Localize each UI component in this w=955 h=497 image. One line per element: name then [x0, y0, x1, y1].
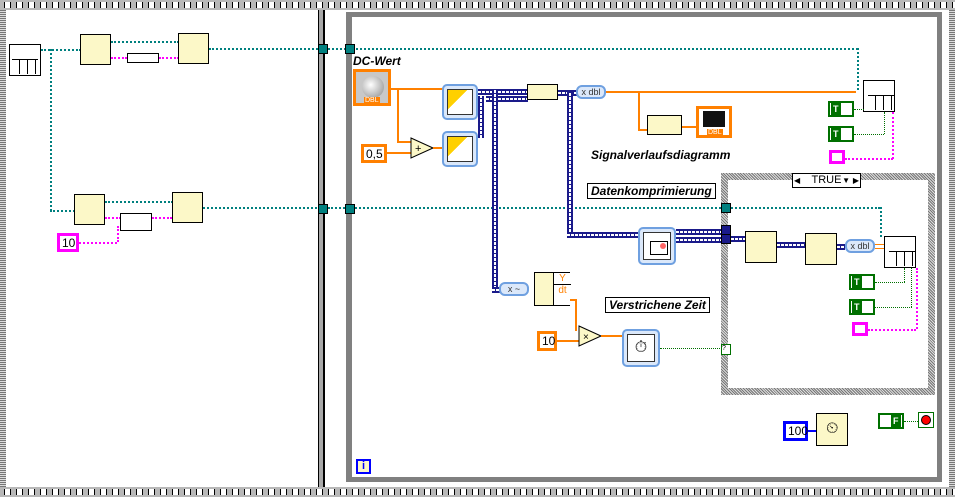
case-selector[interactable]: ◀ TRUE ▼ ▶	[792, 173, 861, 188]
type-cast-node-2[interactable]	[120, 213, 152, 231]
count-constant[interactable]: 10	[57, 233, 79, 252]
write-tdms-node-2[interactable]	[884, 236, 916, 268]
property-node-3[interactable]	[74, 194, 105, 225]
property-node-4[interactable]	[172, 192, 203, 223]
loop-stop-terminal[interactable]	[918, 412, 934, 428]
loop-tunnel-2	[345, 204, 355, 214]
waveform-to-dbl-converter[interactable]: x dbl	[576, 85, 606, 99]
bool-constant-true-2[interactable]: T	[828, 126, 854, 142]
case-prev-arrow: ◀	[794, 176, 801, 185]
dbl-to-waveform-converter[interactable]: x ~	[499, 282, 529, 296]
verstrichene-zeit-label: Verstrichene Zeit	[605, 297, 710, 313]
error-in-constant-2[interactable]	[852, 322, 868, 336]
simulate-signal-vi-1[interactable]	[442, 84, 478, 120]
case-structure[interactable]	[721, 173, 935, 395]
open-tdms-icon[interactable]	[9, 44, 41, 76]
while-loop-border[interactable]	[346, 12, 942, 482]
get-waveform-components[interactable]: Y dt	[534, 272, 571, 306]
loop-tunnel-1	[345, 44, 355, 54]
bool-constant-true-3[interactable]: T	[849, 274, 875, 290]
stop-icon	[921, 415, 931, 425]
bool-constant-false[interactable]: F	[878, 413, 904, 429]
case-next-arrow: ▶	[852, 176, 859, 185]
metronome-icon: ⏲	[826, 420, 839, 437]
error-in-constant-1[interactable]	[829, 150, 845, 164]
right-frame-edge	[949, 10, 955, 487]
frame-divider-line	[324, 10, 325, 487]
left-frame-edge	[0, 10, 6, 487]
wait-ms-constant[interactable]: 100	[783, 421, 808, 441]
dc-wert-knob-control[interactable]: DBL	[353, 69, 391, 106]
property-node-1[interactable]	[80, 34, 111, 65]
write-tdms-node-1[interactable]	[863, 80, 895, 112]
case-selector-terminal: ?	[721, 344, 731, 355]
datenkomprimierung-label: Datenkomprimierung	[587, 183, 716, 199]
stopwatch-icon: ⏱	[634, 339, 648, 356]
svg-text:+: +	[415, 143, 421, 155]
signalverlaufsdiagramm-label: Signalverlaufsdiagramm	[591, 148, 731, 162]
elapsed-time-vi[interactable]: ⏱	[622, 329, 660, 367]
sequence-tunnel-2	[318, 204, 328, 214]
sequence-frame-top-border	[0, 0, 955, 10]
build-array-node-2[interactable]	[805, 233, 837, 265]
split-array-node[interactable]	[745, 231, 777, 263]
waveform-graph-indicator[interactable]: DBL	[696, 106, 732, 138]
case-selector-value: TRUE	[811, 174, 842, 186]
add-function[interactable]: +	[410, 137, 434, 159]
multiply-function[interactable]: ×	[578, 325, 602, 347]
bool-constant-true-1[interactable]: T	[828, 101, 854, 117]
frame-separator	[318, 10, 324, 487]
case-tunnel-blue-2	[721, 234, 731, 244]
build-array-node[interactable]	[527, 84, 558, 100]
svg-text:×: ×	[583, 332, 589, 343]
case-dropdown-arrow: ▼	[842, 176, 850, 185]
sequence-tunnel-1	[318, 44, 328, 54]
transpose-array-node[interactable]	[647, 115, 682, 135]
waveform-to-dbl-converter-2[interactable]: x dbl	[845, 239, 875, 253]
type-cast-node-1[interactable]	[127, 53, 159, 63]
dc-wert-label: DC-Wert	[353, 54, 401, 68]
compress-data-vi[interactable]	[638, 227, 676, 265]
multiplier-constant[interactable]: 10	[537, 331, 557, 351]
offset-constant[interactable]: 0,5	[361, 144, 387, 163]
simulate-signal-vi-2[interactable]	[442, 131, 478, 167]
iteration-terminal: i	[356, 459, 371, 474]
wait-ms-function[interactable]: ⏲	[816, 413, 848, 446]
case-tunnel-teal	[721, 203, 731, 213]
property-node-2[interactable]	[178, 33, 209, 64]
sequence-frame-bottom-border	[0, 487, 955, 497]
bool-constant-true-4[interactable]: T	[849, 299, 875, 315]
